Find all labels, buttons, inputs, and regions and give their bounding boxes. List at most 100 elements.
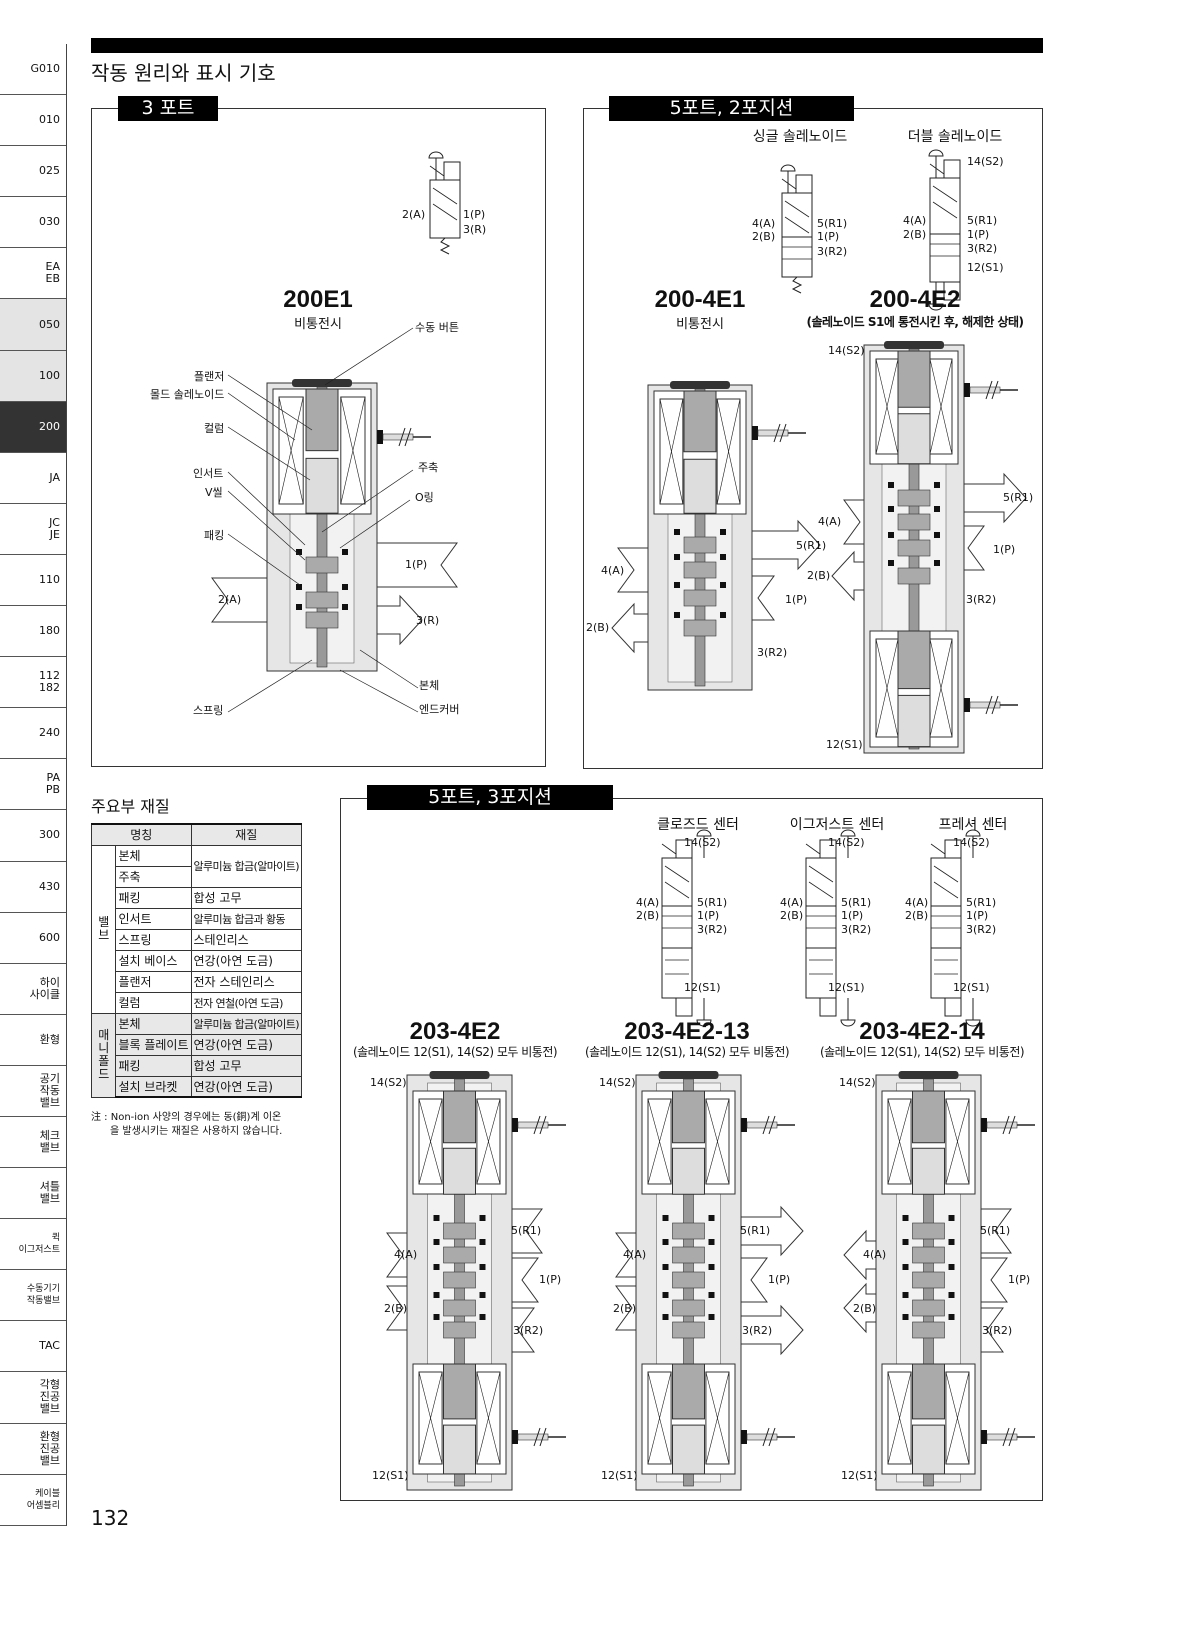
sidebar-tab-112-182[interactable]: 112 182 [0, 657, 66, 709]
symbol-port-label: 2(B) [903, 228, 927, 241]
spool-land [305, 591, 339, 609]
seal [296, 584, 302, 590]
seal [296, 604, 302, 610]
sidebar-tab-240[interactable]: 240 [0, 708, 66, 760]
cable-break [985, 695, 993, 715]
sidebar-tab-050[interactable]: 050 [0, 299, 66, 351]
inflow-arrow [615, 1285, 637, 1331]
spool-land [305, 556, 339, 574]
column [672, 1424, 705, 1475]
inflow-arrow [615, 1232, 637, 1278]
header-bar [91, 38, 1043, 53]
cable-break [991, 380, 999, 400]
port-label: 3(R2) [513, 1324, 544, 1337]
sidebar-tab-110[interactable]: 110 [0, 555, 66, 607]
solenoid-symbol [944, 997, 962, 1017]
symbol-port-label: 3(R2) [697, 923, 728, 936]
symbol-flow-arrow [784, 200, 810, 218]
symbol-port-label: 1(P) [966, 909, 989, 922]
leader-line [227, 533, 301, 586]
sidebar-tab-jc-je[interactable]: JC JE [0, 504, 66, 555]
sidebar-tab-300[interactable]: 300 [0, 810, 66, 862]
leader-line [359, 649, 419, 689]
sidebar-tab-square-vacuum-valve[interactable]: 각형 진공 밸브 [0, 1372, 66, 1424]
group-label: 밸 브 [90, 844, 117, 1014]
symbol-cell [781, 236, 813, 278]
plunger [672, 1090, 705, 1144]
seal [934, 482, 940, 488]
symbol-port-label: 1(P) [967, 228, 990, 241]
port-label: 2(B) [384, 1302, 408, 1315]
sidebar-tab-high-cycle[interactable]: 하이 사이클 [0, 964, 66, 1015]
seal [888, 482, 894, 488]
material: 전자 연철(아연 도금) [190, 991, 303, 1014]
sidebar-tab-annular[interactable]: 환형 [0, 1015, 66, 1066]
coil-winding-x [945, 1098, 970, 1185]
manual-override-icon [965, 1019, 981, 1027]
sidebar-tab-manual-valve[interactable]: 수동기기 작동밸브 [0, 1270, 66, 1322]
material: 스테인리스 [190, 928, 303, 951]
sidebar-tab-cable-assembly[interactable]: 케이블 어셈블리 [0, 1475, 66, 1526]
coil-winding-x [340, 396, 366, 505]
symbol-port-label: 3(R2) [817, 245, 848, 258]
port-label: 5(R1) [796, 539, 827, 552]
port-label: 2(B) [807, 569, 831, 582]
sidebar-tab-030[interactable]: 030 [0, 197, 66, 249]
sidebar-tab-check-valve[interactable]: 체크 밸브 [0, 1117, 66, 1169]
symbol-title: 이그저스트 센터 [789, 817, 885, 833]
seal [934, 532, 940, 538]
spool-land [443, 1222, 476, 1240]
model-state: (솔레노이드 S1에 통전시킨 후, 해제한 상태) [806, 315, 1024, 329]
seal [948, 1215, 955, 1221]
seal [948, 1264, 955, 1270]
symbol-port-label: 12(S1) [684, 981, 721, 994]
symbol-port-label: 5(R1) [966, 896, 997, 909]
material: 합성 고무 [190, 1054, 303, 1077]
sidebar-tab-shuttle-valve[interactable]: 셔틀 밸브 [0, 1168, 66, 1220]
sidebar-tab-tac[interactable]: TAC [0, 1321, 66, 1373]
solenoid-symbol [675, 997, 693, 1017]
sidebar-tab-200[interactable]: 200 [0, 401, 66, 453]
coil-winding-x [476, 1098, 501, 1185]
seal [708, 1215, 715, 1221]
symbol-cell [930, 857, 962, 907]
seal [720, 529, 726, 535]
sidebar-tab-g010[interactable]: G010 [0, 44, 66, 96]
sidebar-tab-ea-eb[interactable]: EA EB [0, 248, 66, 300]
section-5-port-3-position-tab: 5포트, 3포지션 [367, 785, 613, 810]
sidebar-tab-430[interactable]: 430 [0, 862, 66, 913]
symbol-flow-arrow [933, 881, 959, 899]
port-label: 14(S2) [839, 1076, 876, 1089]
sidebar-tab-025[interactable]: 025 [0, 146, 66, 198]
seal [479, 1314, 486, 1320]
sidebar-tab-quick-exhaust[interactable]: 퀵 이그저스트 [0, 1219, 66, 1271]
sidebar-tab-ja[interactable]: JA [0, 453, 66, 504]
sidebar-tab-100[interactable]: 100 [0, 350, 66, 402]
sidebar-tab-180[interactable]: 180 [0, 606, 66, 658]
spool-land [672, 1299, 705, 1317]
leader-line [324, 327, 414, 386]
outflow-arrow [751, 519, 821, 571]
sidebar-tab-annular-vacuum-valve[interactable]: 환형 진공 밸브 [0, 1424, 66, 1475]
manual-button [429, 1071, 490, 1079]
sidebar-tab-pa-pb[interactable]: PA PB [0, 759, 66, 811]
symbol-cell [805, 857, 837, 907]
solenoid-symbol [795, 174, 813, 194]
port-label: 1(P) [539, 1273, 562, 1286]
seal [948, 1292, 955, 1298]
spool-land [305, 611, 339, 629]
section-3-port-tab: 3 포트 [118, 96, 218, 121]
symbol-port-label: 1(P) [817, 230, 840, 243]
manual-button [658, 1071, 719, 1079]
manual-override-icon [428, 151, 444, 159]
symbol-port-label: 4(A) [780, 896, 804, 909]
symbol-port-label: 4(A) [752, 217, 776, 230]
sidebar-tab-600[interactable]: 600 [0, 913, 66, 964]
outflow-arrow [843, 1282, 877, 1334]
symbol-flow-arrow [933, 865, 959, 883]
port-label: 1(P) [785, 593, 808, 606]
sidebar-tab-air-operated-valve[interactable]: 공기 작동 밸브 [0, 1066, 66, 1117]
part-name: 컬럼 [115, 991, 192, 1014]
seal [662, 1239, 669, 1245]
sidebar-tab-010[interactable]: 010 [0, 95, 66, 147]
